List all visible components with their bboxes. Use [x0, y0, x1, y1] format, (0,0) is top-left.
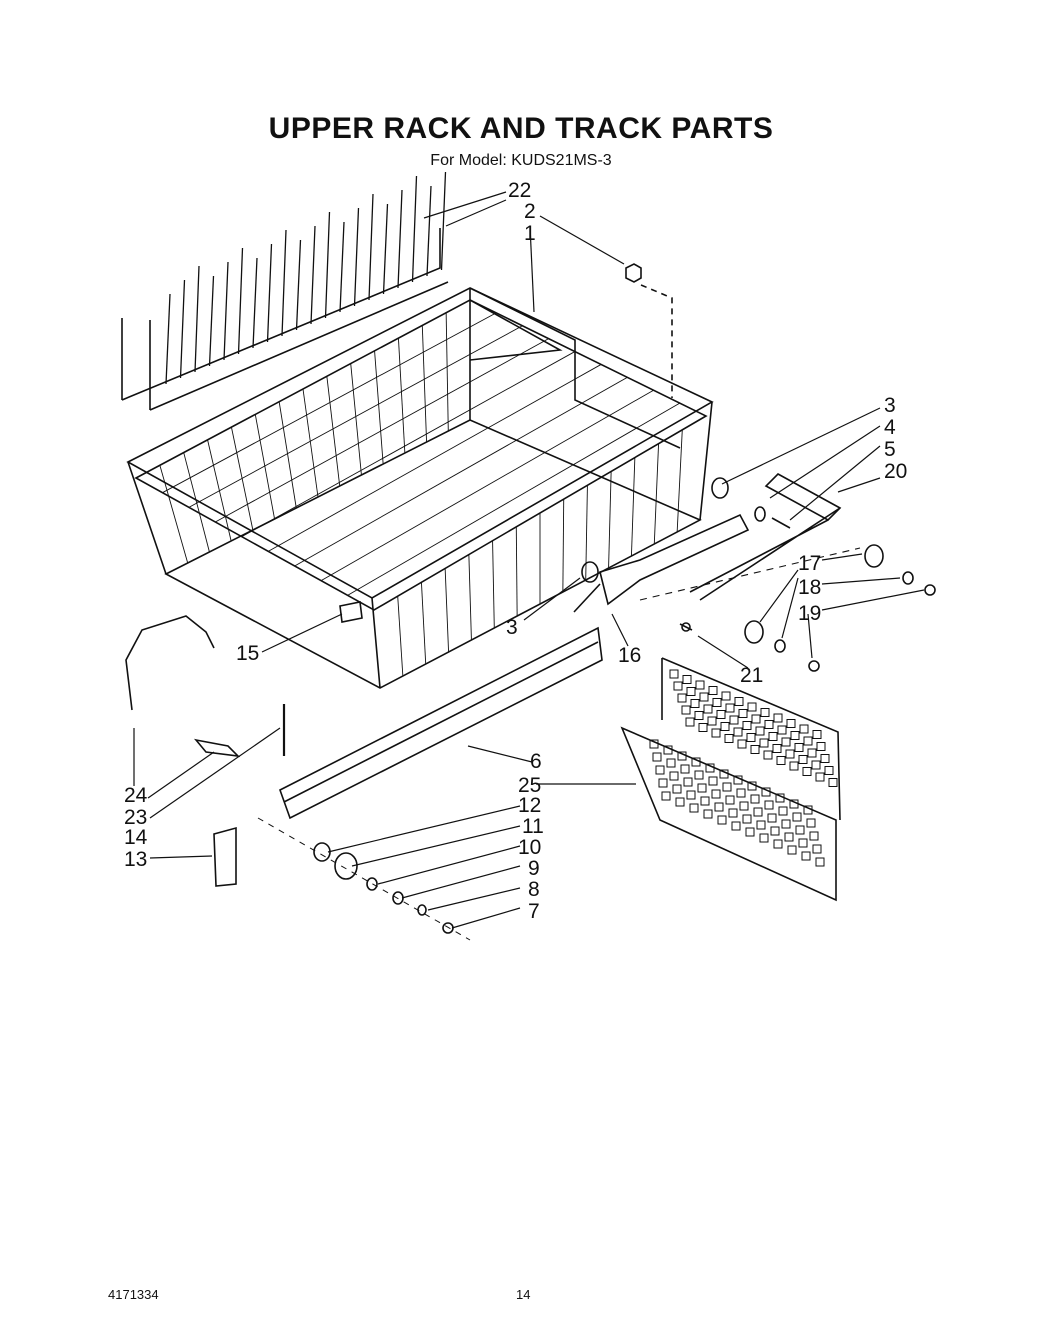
callout-1: 1: [524, 222, 536, 245]
callout-19: 19: [798, 602, 821, 625]
callout-9: 9: [528, 857, 540, 880]
part-7-screw: [442, 922, 454, 934]
callout-25: 25: [518, 774, 541, 797]
part-24-clip-assembly: [125, 615, 215, 711]
model-subtitle: For Model: KUDS21MS-3: [430, 152, 612, 169]
callout-21: 21: [740, 664, 763, 687]
callout-5: 5: [884, 438, 896, 461]
document-number: 4171334: [108, 1287, 159, 1302]
part-5-screw: [771, 517, 791, 529]
callout-20: 20: [884, 460, 907, 483]
callout-15: 15: [236, 642, 259, 665]
callout-24: 24: [124, 784, 148, 807]
callout-13: 13: [124, 848, 147, 871]
part-23-clip: [193, 738, 241, 758]
callout-16: 16: [618, 644, 641, 667]
callout-17: 17: [798, 552, 821, 575]
part-20-track-bracket: [689, 473, 842, 601]
callout-3-left: 3: [506, 616, 518, 639]
callout-4: 4: [884, 416, 896, 439]
part-4-washer: [754, 506, 766, 522]
callout-8: 8: [528, 878, 540, 901]
part-11-wheel: [334, 852, 358, 880]
page-number: 14: [516, 1287, 531, 1302]
callout-11: 11: [522, 815, 544, 838]
callout-18: 18: [798, 576, 821, 599]
part-2-nut: [625, 263, 673, 398]
callout-22: 22: [508, 179, 531, 202]
page-title: UPPER RACK AND TRACK PARTS: [268, 112, 774, 145]
callout-2: 2: [524, 200, 536, 223]
callout-7: 7: [528, 900, 540, 923]
part-10-washer: [366, 877, 378, 891]
part-6-track-rail: [279, 626, 603, 820]
part-15-clip: [339, 601, 363, 623]
part-25-silverware-basket: [620, 657, 841, 902]
part-1-rack-basket: [126, 287, 714, 689]
part-22-tine-rows: [121, 171, 449, 411]
callout-23: 23: [124, 806, 147, 829]
part-21-screw: [679, 622, 693, 632]
callout-14: 14: [124, 826, 148, 849]
callout-labels: 22 2 1 3 4 5 20 17 18 19 21 16 3 15 6 25…: [124, 179, 907, 923]
part-17-roller: [744, 544, 884, 644]
part-13-track-end: [213, 826, 237, 887]
callout-3-right: 3: [884, 394, 896, 417]
part-18-washer: [774, 571, 914, 653]
callout-10: 10: [518, 836, 541, 859]
callout-6: 6: [530, 750, 542, 773]
callout-12: 12: [518, 794, 541, 817]
part-3-roller: [581, 477, 729, 583]
part-12-stop: [313, 842, 331, 862]
leader-lines: [133, 191, 925, 929]
part-19-screw: [808, 584, 936, 672]
part-16-stop-bracket: [573, 513, 750, 613]
